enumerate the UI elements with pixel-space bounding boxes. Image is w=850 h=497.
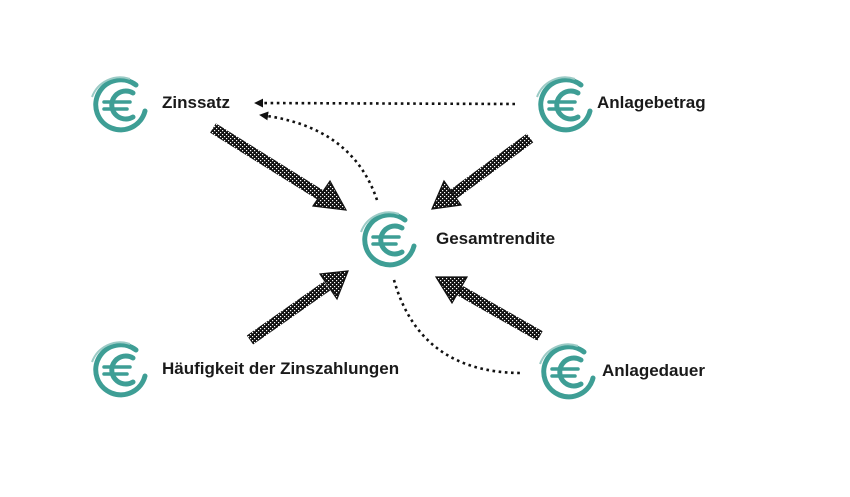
gesamtrendite-euro-icon: [361, 212, 414, 264]
haeufigkeit-euro-icon: [92, 342, 145, 394]
node-label-gesamtrendite: Gesamtrendite: [436, 229, 556, 248]
zinssatz-euro-icon: [92, 77, 145, 129]
arrow-anlagebetrag-to-gesamtrendite: [431, 133, 534, 210]
anlagedauer-euro-icon: [540, 344, 593, 396]
anlagebetrag-euro-icon: [537, 77, 590, 129]
node-label-anlagebetrag: Anlagebetrag: [597, 93, 706, 112]
dotted-arrow-gesamtrendite-to-zinssatz: [259, 111, 379, 201]
node-label-zinssatz: Zinssatz: [162, 93, 231, 112]
arrow-zinssatz-to-gesamtrendite: [210, 123, 348, 211]
node-label-haeufigkeit: Häufigkeit der Zinszahlungen: [162, 359, 400, 378]
dotted-arrow-anlagebetrag-to-zinssatz: [254, 98, 516, 108]
arrow-anlagedauer-to-gesamtrendite: [434, 276, 543, 341]
arrow-haeufigkeit-to-gesamtrendite: [246, 270, 349, 345]
node-label-anlagedauer: Anlagedauer: [602, 361, 705, 380]
